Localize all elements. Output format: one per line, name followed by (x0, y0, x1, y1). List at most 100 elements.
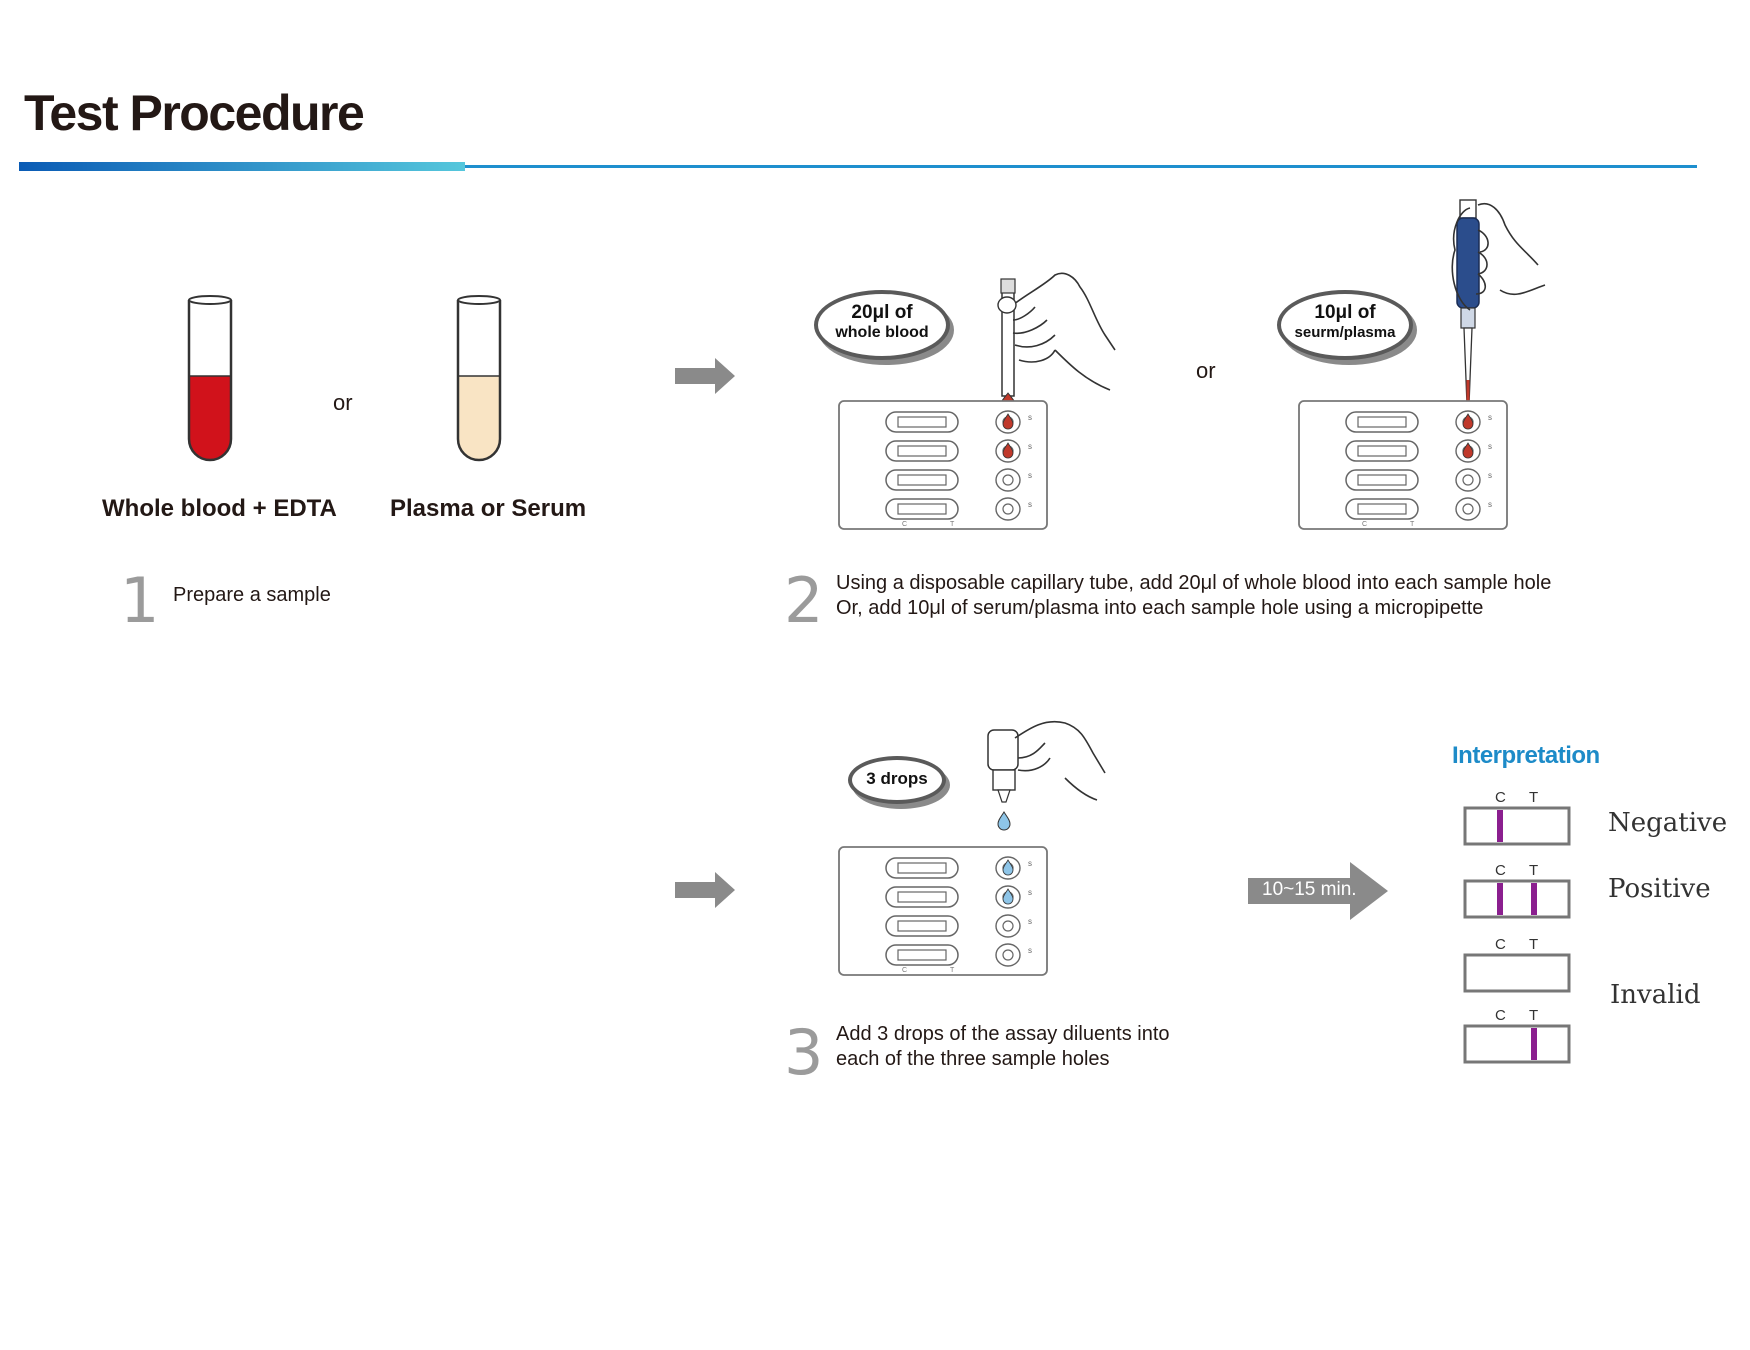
sample-hole-label: s (1488, 442, 1492, 451)
strip-window (1463, 879, 1571, 919)
sample-hole-label: s (1028, 859, 1032, 868)
sample-hole-label: s (1488, 471, 1492, 480)
step3-line2: each of the three sample holes (836, 1048, 1110, 1070)
sample-hole-label: s (1028, 500, 1032, 509)
cassette-strip (897, 416, 947, 428)
step2-line1: Using a disposable capillary tube, add 2… (836, 572, 1552, 594)
strip-t-label: T (1529, 1007, 1538, 1024)
sample-drop (1002, 888, 1014, 905)
cassette-strip (897, 920, 947, 932)
test-cassette-whole-blood: s s s sC T (838, 400, 1048, 530)
title-divider (19, 162, 1697, 171)
interpretation-title: Interpretation (1452, 742, 1600, 769)
strip-c-label: C (1495, 862, 1506, 879)
sample-hole-inner (1002, 474, 1014, 486)
cassette-strip (1357, 416, 1407, 428)
cassette-strip (1357, 474, 1407, 486)
cassette-c-label: C (1362, 521, 1367, 528)
whole-blood-tube (187, 295, 233, 462)
sample-hole-inner (1002, 920, 1014, 932)
plasma-serum-label: Plasma or Serum (390, 495, 587, 522)
bubble-line-2: seurm/plasma (1294, 324, 1396, 341)
plasma-tube (456, 295, 502, 462)
invalid-label: Invalid (1610, 980, 1701, 1010)
cassette-strip (897, 891, 947, 903)
cassette-strip (897, 862, 947, 874)
serum-volume-bubble: 10μl of seurm/plasma (1277, 290, 1413, 360)
control-line (1497, 883, 1503, 915)
sample-hole-label: s (1028, 442, 1032, 451)
cassette-t-label: T (950, 967, 955, 974)
sample-hole-label: s (1028, 413, 1032, 422)
timer-label: 10~15 min. (1262, 879, 1357, 900)
sample-hole-inner (1462, 474, 1474, 486)
sample-hole-inner (1002, 503, 1014, 515)
step2-line2: Or, add 10μl of serum/plasma into each s… (836, 597, 1484, 619)
sample-hole-label: s (1488, 413, 1492, 422)
cassette-t-label: T (1410, 521, 1415, 528)
test-cassette-serum: s s s sC T (1298, 400, 1508, 530)
strip-t-label: T (1529, 862, 1538, 879)
strip-c-label: C (1495, 1007, 1506, 1024)
bubble-line-1: 20μl of (851, 302, 913, 323)
cassette-strip (1357, 503, 1407, 515)
cassette-strip (897, 474, 947, 486)
test-cassette-diluent: s s s sC T (838, 846, 1048, 976)
bubble-line-1: 10μl of (1314, 302, 1376, 323)
sample-hole-label: s (1028, 471, 1032, 480)
cassette-c-label: C (902, 967, 907, 974)
step2-or-label: or (1196, 358, 1216, 383)
sample-hole-label: s (1028, 888, 1032, 897)
strip-window (1463, 806, 1571, 846)
cassette-strip (897, 445, 947, 457)
positive-label: Positive (1608, 874, 1711, 904)
step3-line1: Add 3 drops of the assay diluents into (836, 1023, 1170, 1045)
test-line (1531, 1028, 1537, 1060)
step2-number: 2 (784, 564, 824, 637)
timer-arrow (1248, 862, 1388, 920)
sample-hole-inner (1002, 949, 1014, 961)
strip-window (1463, 1024, 1571, 1064)
strip-window (1463, 953, 1571, 993)
sample-hole-inner (1462, 503, 1474, 515)
whole-blood-label: Whole blood + EDTA (102, 495, 337, 522)
sample-drop (1462, 413, 1474, 430)
arrow-right-icon (675, 358, 735, 394)
step1-or-label: or (333, 390, 353, 415)
strip-c-label: C (1495, 936, 1506, 953)
control-line (1497, 810, 1503, 842)
sample-drop (1002, 442, 1014, 459)
capillary-hand-icon (997, 272, 1116, 413)
test-line (1531, 883, 1537, 915)
page-title: Test Procedure (24, 85, 365, 141)
dropper-bottle-icon (987, 720, 1106, 831)
cassette-strip (1357, 445, 1407, 457)
micropipette-icon (1451, 199, 1546, 406)
strip-t-label: T (1529, 789, 1538, 806)
cassette-c-label: C (902, 521, 907, 528)
step3-number: 3 (784, 1016, 824, 1089)
negative-label: Negative (1608, 808, 1728, 838)
sample-drop (1002, 413, 1014, 430)
arrow-right-icon (675, 872, 735, 908)
whole-blood-volume-bubble: 20μl of whole blood (814, 290, 950, 360)
bubble-line-2: whole blood (835, 324, 929, 341)
strip-t-label: T (1529, 936, 1538, 953)
cassette-strip (897, 949, 947, 961)
strip-c-label: C (1495, 789, 1506, 806)
cassette-strip (897, 503, 947, 515)
sample-drop (1462, 442, 1474, 459)
sample-drop (1002, 859, 1014, 876)
step1-text: Prepare a sample (173, 584, 331, 606)
sample-hole-label: s (1028, 917, 1032, 926)
cassette-t-label: T (950, 521, 955, 528)
sample-hole-label: s (1028, 946, 1032, 955)
bubble-text: 3 drops (866, 769, 928, 788)
step1-number: 1 (120, 564, 160, 637)
drops-bubble: 3 drops (848, 756, 946, 804)
sample-hole-label: s (1488, 500, 1492, 509)
